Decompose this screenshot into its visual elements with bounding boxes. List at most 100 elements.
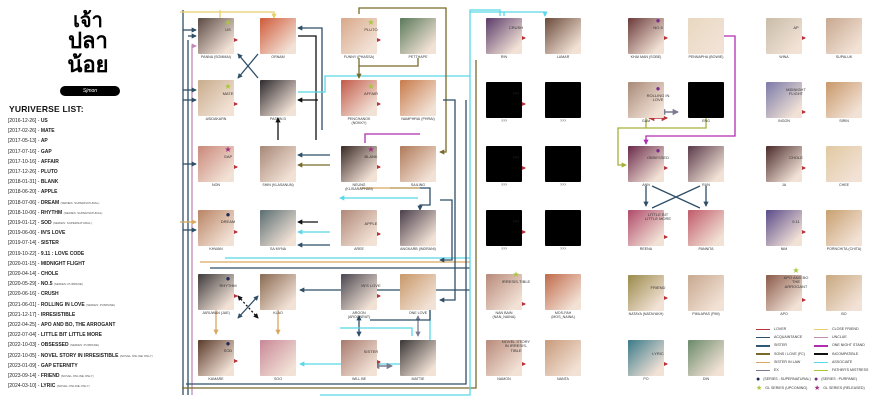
character-name: NAMON xyxy=(497,377,511,381)
list-item: [2019-10-22] - 9.11 : LOVE CODE xyxy=(8,250,85,257)
character-portrait xyxy=(826,275,862,311)
character-node: RUN xyxy=(688,146,724,187)
character-name: ??? xyxy=(560,119,566,123)
pair-title: RHYTHM xyxy=(219,283,237,288)
character-portrait xyxy=(688,340,724,376)
legend-marker: ★GL SERIES (RELEASED) xyxy=(814,385,865,392)
character-name: ASIDAKARN xyxy=(205,117,227,121)
legend-label: INCOMPATIBLE xyxy=(832,351,859,356)
list-item-date: [2019-06-06] xyxy=(8,230,37,237)
legend-line-icon xyxy=(756,328,770,331)
character-portrait xyxy=(826,18,862,54)
character-name: SA MYNA xyxy=(270,247,286,251)
character-portrait xyxy=(400,210,436,246)
legend-item: INCOMPATIBLE xyxy=(814,352,858,357)
star-icon: ★ xyxy=(814,385,821,392)
character-portrait xyxy=(628,82,664,118)
character-portrait xyxy=(486,340,522,376)
character-portrait xyxy=(628,275,664,311)
star-icon: ★ xyxy=(512,270,520,279)
list-item-title: MATE xyxy=(40,128,55,135)
legend-label: CLOSE FRIEND xyxy=(832,327,859,331)
list-item-note: (SERIES: SUPERNATURAL) xyxy=(60,200,100,205)
list-item-date: [2022-10-05] xyxy=(8,352,37,359)
character-name: PANNA (SOMMAI) xyxy=(201,55,231,59)
list-item-date: [2017-10-16] xyxy=(8,158,37,165)
star-icon: ★ xyxy=(224,18,232,27)
character-name: GAM xyxy=(641,119,651,123)
list-item-title: NO.5 xyxy=(40,281,53,288)
character-node: SAILING xyxy=(400,146,436,187)
list-item: [2023-01-09] - GAP ETERNITY xyxy=(8,362,78,369)
character-portrait xyxy=(341,274,377,310)
legend-label: SISTER IN LAW xyxy=(774,359,801,364)
character-name: INGON xyxy=(778,119,790,123)
character-portrait xyxy=(688,275,724,311)
pair-title: CHOLE xyxy=(789,155,803,160)
character-name: BO xyxy=(841,312,847,316)
character-portrait xyxy=(628,146,664,182)
character-portrait xyxy=(400,80,436,116)
character-node: NON xyxy=(198,146,234,187)
list-item-title: ROLLING IN LOVE xyxy=(40,301,85,308)
list-item-date: [2024-03-10] xyxy=(8,383,37,390)
character-node: INGON xyxy=(766,82,802,123)
character-name: KHWAN xyxy=(209,247,223,251)
legend-label: (SERIES : SUPERNATURAL) xyxy=(763,377,811,381)
pair-title: CRUSH xyxy=(508,25,524,30)
list-item-date: [2021-06-01] xyxy=(8,301,37,308)
list-item-note: (SERIES: PURPANE) xyxy=(53,282,83,287)
logo-line-2: ปลา xyxy=(68,29,108,54)
legend-line-icon xyxy=(814,328,828,331)
character-name: NEUNG (KLISARAPHAN) xyxy=(345,183,373,192)
character-name: PASLIN D xyxy=(269,117,287,121)
list-item-date: [2016-12-26] xyxy=(8,118,37,124)
character-name: MATTIE xyxy=(411,377,425,381)
character-portrait xyxy=(545,210,581,246)
list-item: [2022-04-25] - APO AND BO, THE ARROGANT xyxy=(8,322,116,329)
character-portrait xyxy=(400,146,436,182)
pair-title: FRIEND xyxy=(650,285,666,290)
list-item-title: PLUTO xyxy=(40,169,58,176)
character-node: JARUWAN (JAE) xyxy=(198,274,234,315)
character-node: NIM xyxy=(766,210,802,251)
character-name: ??? xyxy=(501,183,507,187)
character-portrait xyxy=(400,340,436,376)
list-item-title: RHYTHM xyxy=(40,209,63,216)
character-name: RIN xyxy=(500,55,508,59)
pair-title: LYRIC xyxy=(652,351,664,356)
list-item: [2022-10-03] - OBSESSED (SERIES: PURPANE… xyxy=(8,342,99,349)
list-item-title: SOD xyxy=(40,220,52,227)
dot-icon: ● xyxy=(225,339,231,348)
character-name: ANN xyxy=(642,183,650,187)
character-name: ONE LOVE xyxy=(408,311,428,315)
pair-title: US xyxy=(225,27,231,32)
character-name: PENCHANOK (NOKKY) xyxy=(347,117,371,126)
character-name: APO xyxy=(780,312,788,316)
character-portrait xyxy=(260,146,296,182)
character-node: ASIDAKARN xyxy=(198,80,234,121)
character-node: LUMAR xyxy=(545,18,581,59)
list-item-title: LITTLE BIT LITTLE MORE xyxy=(40,332,102,339)
character-node: MOS-FAH (MOS_NAINA) xyxy=(545,274,581,319)
list-item-note: (SERIES: SUPERNATURAL) xyxy=(63,210,103,215)
list-item: [2017-12-26] - PLUTO xyxy=(8,169,58,176)
legend-line-icon xyxy=(814,345,828,347)
character-portrait xyxy=(688,210,724,246)
list-item-title: OBSESSED xyxy=(40,342,69,349)
list-item-date: [2022-07-04] xyxy=(8,332,37,339)
list-item: [2022-10-05] - NOVEL STORY IN IRRESISTIB… xyxy=(8,352,153,359)
list-item-title: CRUSH xyxy=(40,291,59,298)
legend-line-icon xyxy=(814,353,828,355)
character-portrait xyxy=(766,146,802,182)
pair-title: SISTER xyxy=(363,349,379,354)
list-item-date: [2018-07-06] xyxy=(8,199,37,206)
character-node: PETTHAPE xyxy=(400,18,436,59)
list-item: [2021-12-17] - IRRESISTIBLE xyxy=(8,311,76,318)
character-name: LUMAR xyxy=(556,55,570,59)
character-name: PIMLAPAS (PIM) xyxy=(692,312,720,316)
list-item-date: [2020-05-29] xyxy=(8,281,37,288)
pair-title: IN'S LOVE xyxy=(361,283,381,288)
character-portrait xyxy=(766,18,802,54)
character-node: FUNNY (PHASSA) xyxy=(341,18,377,59)
